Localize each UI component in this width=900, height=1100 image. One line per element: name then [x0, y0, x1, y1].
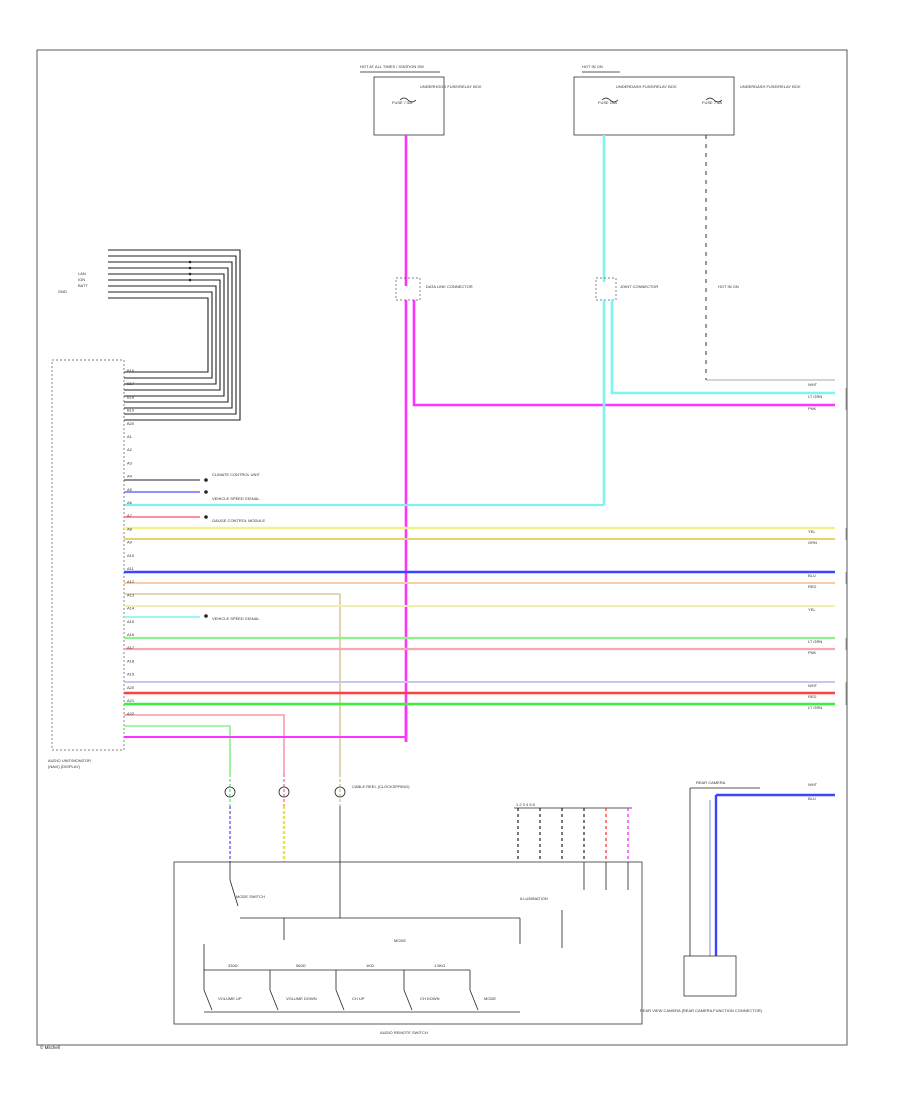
ch-up-label: CH UP — [352, 996, 365, 1001]
unit-pin-label: B16 — [127, 368, 135, 373]
svg-text:PNK: PNK — [808, 650, 817, 655]
mode-button-label: MODE — [484, 996, 496, 1001]
svg-text:LT GRN: LT GRN — [808, 705, 822, 710]
horizontal-wires — [124, 479, 835, 774]
clock-spring-connectors: CABLE REEL (CLOCKSPRING) — [224, 774, 410, 862]
resistor-2: 560Ω — [296, 963, 306, 968]
svg-text:WHT: WHT — [808, 782, 818, 787]
unit-pin-label: A20 — [127, 685, 135, 690]
unit-pin-label: A13 — [127, 592, 135, 597]
unit-pin-label: A2 — [127, 447, 133, 452]
svg-text:PNK: PNK — [808, 406, 817, 411]
fuse-box-top-left: HOT AT ALL TIMES / IGNITION SW UNDERHOOD… — [360, 64, 482, 136]
pin-label-lan: LAN — [78, 271, 86, 276]
unit-pin-label: A18 — [127, 658, 135, 663]
svg-text:YEL: YEL — [808, 529, 816, 534]
svg-text:LT GRN: LT GRN — [808, 639, 822, 644]
unit-pin-label: B19 — [127, 408, 135, 413]
data-link-pin-group: LAN IGN BATT GND — [58, 249, 241, 421]
svg-text:BLU: BLU — [808, 796, 816, 801]
camera-title: REAR CAMERA — [696, 780, 726, 785]
resistor-1: 330Ω — [228, 963, 238, 968]
fuse-box-title: HOT IN ON — [582, 64, 603, 69]
audio-unit-box — [51, 359, 125, 751]
unit-pin-label: A6 — [127, 500, 133, 505]
unit-pin-label: A16 — [127, 632, 135, 637]
fuse-label-left: FUSE 10A — [598, 100, 617, 105]
unit-pin-label: A1 — [127, 434, 133, 439]
svg-text:GRN: GRN — [808, 540, 817, 545]
switch-box-name: AUDIO REMOTE SWITCH — [380, 1030, 428, 1035]
resistor-3: 1KΩ — [366, 963, 374, 968]
unit-pin-label: B20 — [127, 421, 135, 426]
svg-text:WHT: WHT — [808, 382, 818, 387]
camera-desc: REAR VIEW CAMERA (REAR CAMERA FUNCTION C… — [640, 1008, 763, 1013]
junction-connector-left — [395, 277, 421, 301]
pin-label-batt: BATT — [78, 283, 88, 288]
unit-pin-label: A8 — [127, 526, 133, 531]
fuse-label-right: FUSE 7.5A — [702, 100, 722, 105]
note-gauge: GAUGE CONTROL MODULE — [212, 518, 266, 523]
vol-down-label: VOLUME DOWN — [286, 996, 317, 1001]
junction-label-mid: JOINT CONNECTOR — [620, 284, 658, 289]
rear-camera: REAR CAMERA WHT BLU REAR VIEW CAMERA (RE… — [640, 780, 835, 1013]
svg-text:RED: RED — [808, 694, 817, 699]
unit-pin-label: B17 — [127, 381, 135, 386]
note-speed-1: VEHICLE SPEED SIGNAL — [212, 496, 260, 501]
unit-pin-label: A4 — [127, 474, 133, 479]
unit-pin-label: A5 — [127, 487, 133, 492]
fuse-box-title: HOT AT ALL TIMES / IGNITION SW — [360, 64, 424, 69]
fuse-box-desc-left: UNDERDASH FUSE/RELAY BOX — [616, 84, 677, 89]
junction-label-left: DATA LINK CONNECTOR — [426, 284, 473, 289]
fuse-label: FUSE 7.5A — [392, 100, 412, 105]
unit-pin-label: A11 — [127, 566, 135, 571]
svg-text:YEL: YEL — [808, 607, 816, 612]
unit-pin-label: A17 — [127, 645, 135, 650]
audio-unit-sub: (NAVI) (DISPLAY) — [48, 764, 81, 769]
mode-label: MODE — [394, 938, 406, 943]
unit-pin-label: A14 — [127, 606, 135, 611]
illumination-label: ILLUMINATION — [520, 896, 548, 901]
audio-remote-switch: AUDIO REMOTE SWITCH 1 2 3 4 5 6 ILLUMINA… — [173, 802, 643, 1035]
svg-text:BLU: BLU — [808, 573, 816, 578]
unit-pin-label: A22 — [127, 711, 135, 716]
unit-pin-label: A15 — [127, 619, 135, 624]
junction-label-right: HOT IN ON — [718, 284, 739, 289]
unit-pin-label: B18 — [127, 394, 135, 399]
unit-pin-label: A19 — [127, 672, 135, 677]
switch-pins: 1 2 3 4 5 6 — [516, 802, 536, 807]
note-climate: CLIMATE CONTROL UNIT — [212, 472, 261, 477]
note-speed-2: VEHICLE SPEED SIGNAL — [212, 616, 260, 621]
fuse-box-top-right: HOT IN ON UNDERDASH FUSE/RELAY BOX FUSE … — [573, 64, 801, 136]
unit-pin-label: A10 — [127, 553, 135, 558]
unit-pin-label: A21 — [127, 698, 135, 703]
svg-text:LT GRN: LT GRN — [808, 394, 822, 399]
audio-unit-name: AUDIO UNIT/MONITOR — [48, 758, 91, 763]
fuse-box-desc: UNDERHOOD FUSE/RELAY BOX — [420, 84, 482, 89]
unit-pin-label: A9 — [127, 540, 133, 545]
pin-label-ign: IGN — [78, 277, 85, 282]
svg-text:RED: RED — [808, 584, 817, 589]
vol-up-label: VOLUME UP — [218, 996, 242, 1001]
right-wire-labels: WHT LT GRN PNK YEL GRN BLU RED YEL LT GR… — [808, 382, 822, 710]
ch-down-label: CH DOWN — [420, 996, 440, 1001]
unit-pin-label: A7 — [127, 513, 133, 518]
mode-switch-label: MODE SWITCH — [236, 894, 265, 899]
clock-spring-label: CABLE REEL (CLOCKSPRING) — [352, 784, 410, 789]
page-label: © Mitchell — [40, 1044, 60, 1050]
unit-pin-label: A12 — [127, 579, 135, 584]
unit-pin-label: A3 — [127, 460, 133, 465]
svg-text:WHT: WHT — [808, 683, 818, 688]
resistor-4: 1.5KΩ — [434, 963, 445, 968]
diagram-frame — [36, 49, 848, 1046]
pin-label-gnd: GND — [58, 289, 67, 294]
fuse-box-desc-right: UNDERDASH FUSE/RELAY BOX — [740, 84, 801, 89]
junction-connector-mid — [595, 277, 617, 301]
